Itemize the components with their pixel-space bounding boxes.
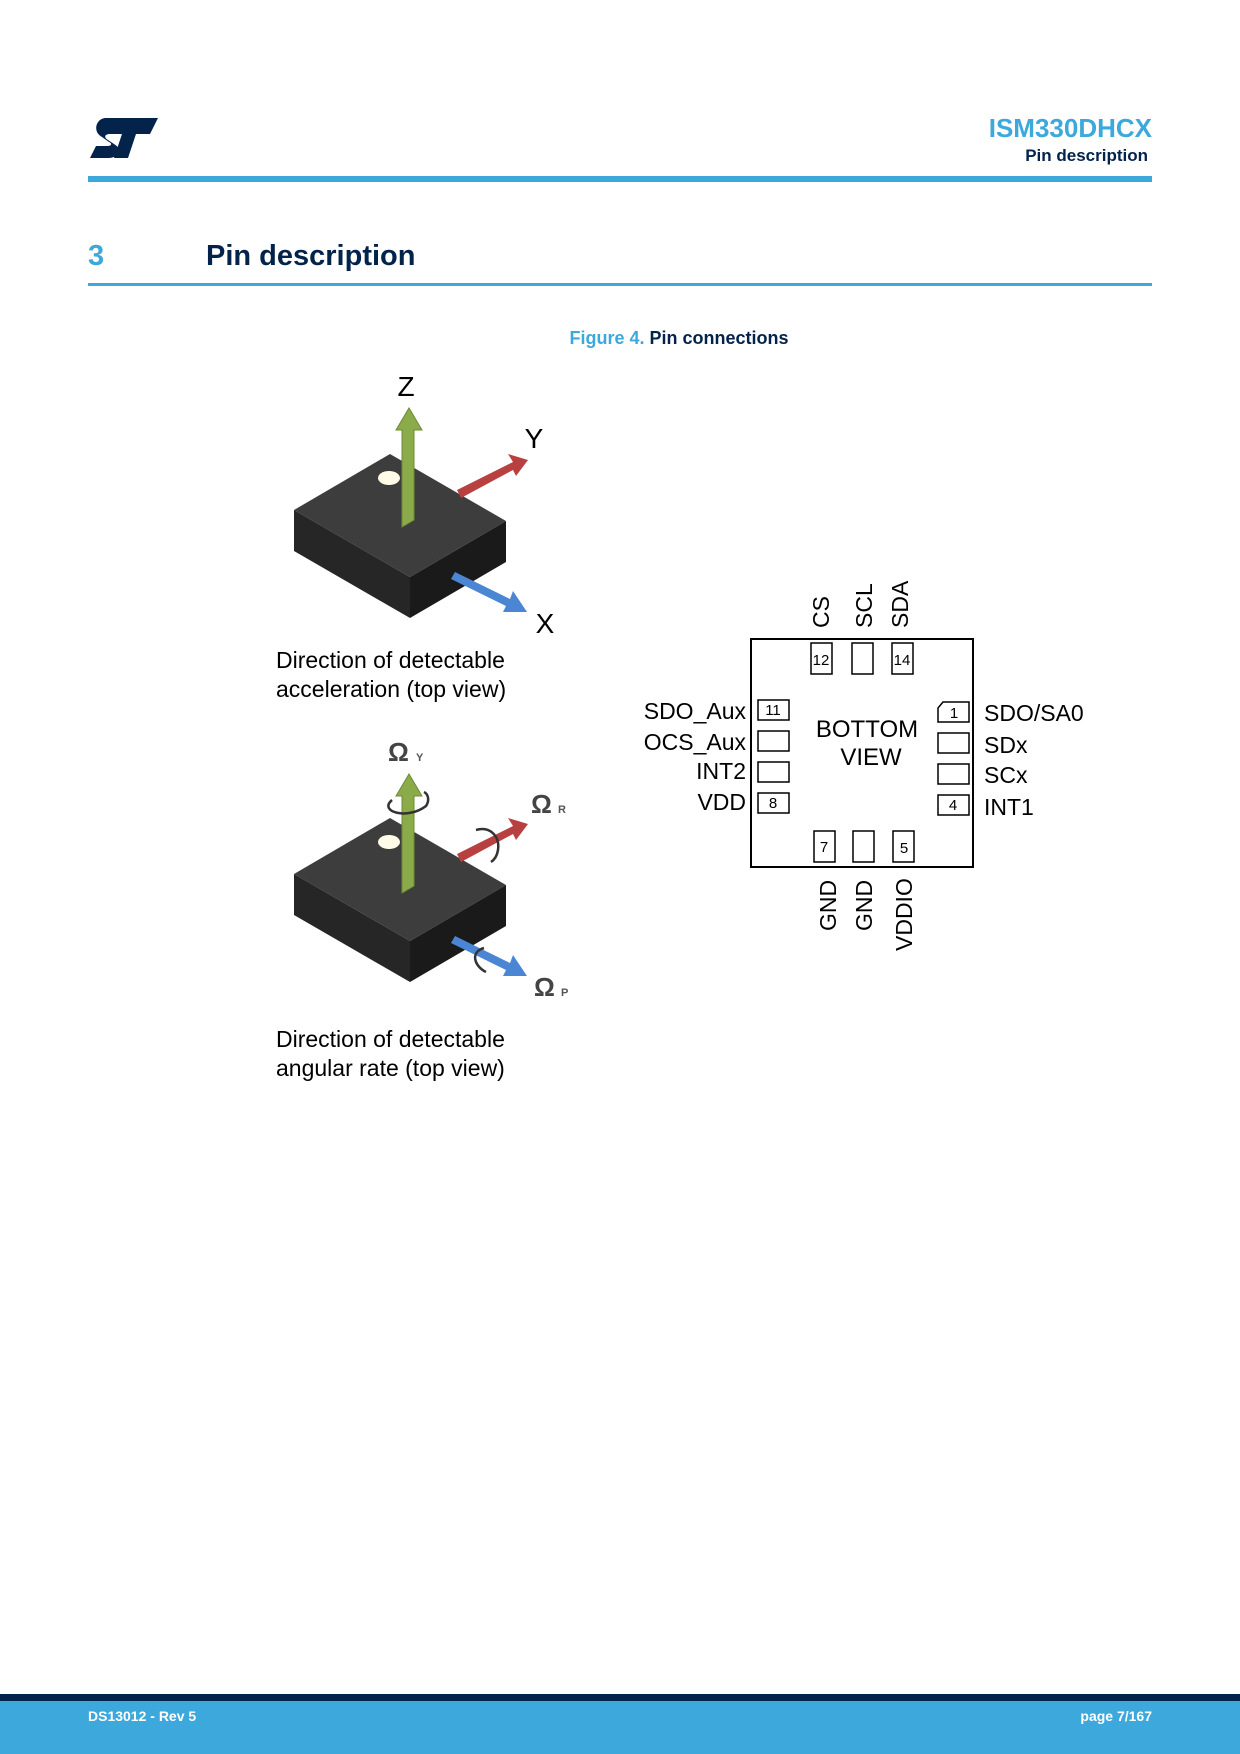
pad-1-number: 1	[950, 705, 958, 722]
pin-label-sdx: SDx	[984, 732, 1028, 758]
pad-7	[813, 830, 836, 863]
pad-6	[852, 830, 875, 863]
pin-label-sdo-aux: SDO_Aux	[644, 698, 747, 724]
footer-page-number: page 7/167	[1080, 1708, 1152, 1724]
accel-cube-left-face	[294, 510, 410, 618]
gyro-y-rotation-icon	[387, 790, 430, 815]
pin-label-gnd-1: GND	[815, 880, 841, 931]
pad-9	[757, 761, 790, 783]
accel-axis-z: Z	[397, 371, 414, 402]
pin-label-scx: SCx	[984, 762, 1028, 788]
header-section: Pin description	[1025, 146, 1148, 165]
pin-label-scl: SCL	[851, 583, 877, 628]
accel-x-arrow	[451, 572, 527, 612]
pad-5	[892, 830, 915, 863]
gyro-pin1-dot	[378, 835, 400, 849]
pad-2	[937, 732, 970, 754]
gyro-r-rotation-icon	[475, 827, 500, 864]
pad-11-number: 11	[765, 702, 781, 719]
header-product: ISM330DHCX	[988, 113, 1152, 143]
accel-y-arrow	[457, 454, 528, 498]
pad-12	[810, 642, 833, 675]
accel-caption-line1: Direction of detectable	[276, 647, 505, 673]
gyro-r-arrow	[457, 818, 528, 862]
pad-11	[757, 699, 790, 721]
gyro-omega-p-sub: P	[561, 987, 568, 999]
accel-pin1-dot	[378, 471, 400, 485]
pin-label-ocs-aux: OCS_Aux	[644, 729, 747, 755]
gyro-diagram: Ω Y Ω R Ω P Direction of detectable angu…	[276, 737, 568, 1081]
pad-1	[937, 701, 970, 723]
gyro-caption-line1: Direction of detectable	[276, 1026, 505, 1052]
section-number: 3	[88, 240, 105, 272]
pin-label-gnd-2: GND	[851, 880, 877, 931]
package-center-line2: VIEW	[840, 744, 902, 771]
pad-4-number: 4	[949, 797, 957, 814]
figure-number: Figure 4.	[569, 328, 645, 348]
pad-10	[757, 730, 790, 752]
pin-label-sda: SDA	[887, 580, 913, 628]
section-title: Pin description	[206, 240, 416, 272]
pad-7-number: 7	[820, 839, 828, 856]
pad-14-number: 14	[894, 652, 911, 669]
header-rule	[88, 176, 1152, 182]
gyro-p-rotation-icon	[474, 946, 487, 974]
accel-cube-right-face	[410, 521, 506, 618]
gyro-omega-y-sub: Y	[416, 752, 424, 764]
gyro-y-arrow	[395, 773, 423, 894]
footer-band	[0, 1694, 1240, 1754]
accel-cube-top-face	[294, 454, 506, 577]
pad-5-number: 5	[900, 840, 908, 857]
gyro-caption-line2: angular rate (top view)	[276, 1055, 505, 1081]
accel-axis-y: Y	[525, 423, 544, 454]
pin-label-vdd: VDD	[697, 789, 746, 815]
pad-8	[757, 792, 790, 814]
gyro-omega-r-sub: R	[558, 804, 566, 816]
pin-label-int2: INT2	[696, 758, 746, 784]
accel-diagram: Z Y X Direction of detectable accelerati…	[276, 371, 555, 702]
gyro-omega-r: Ω	[531, 789, 552, 819]
pad-13	[851, 642, 874, 675]
gyro-omega-y: Ω	[388, 737, 409, 767]
accel-caption-line2: acceleration (top view)	[276, 676, 506, 702]
figure-caption: Figure 4. Pin connections	[0, 328, 1240, 349]
accel-z-arrow	[395, 407, 423, 528]
gyro-cube-right-face	[410, 885, 506, 982]
pad-8-number: 8	[769, 795, 777, 812]
footer-doc-id: DS13012 - Rev 5	[88, 1708, 197, 1724]
package-center-line1: BOTTOM	[816, 716, 918, 743]
pad-4	[937, 794, 970, 816]
package-outline	[750, 638, 974, 868]
pad-12-number: 12	[813, 652, 830, 669]
package-pinout: BOTTOM VIEW 12 14 11 8 1 4 7 5 CS SCL SD…	[644, 580, 1084, 951]
pad-3	[937, 763, 970, 785]
st-logo-icon	[90, 118, 158, 158]
section-rule	[88, 283, 1152, 286]
footer-line	[0, 1694, 1240, 1701]
pad-14	[891, 642, 914, 675]
gyro-cube-top-face	[294, 818, 506, 941]
pin-label-cs: CS	[808, 596, 834, 628]
pin-label-vddio: VDDIO	[891, 878, 917, 951]
figure-title: Pin connections	[649, 328, 789, 348]
accel-axis-x: X	[536, 608, 555, 639]
pin-label-sdo-sa0: SDO/SA0	[984, 700, 1084, 726]
gyro-p-arrow	[451, 936, 527, 976]
pin-label-int1: INT1	[984, 794, 1034, 820]
gyro-cube-left-face	[294, 874, 410, 982]
gyro-omega-p: Ω	[534, 972, 555, 1002]
